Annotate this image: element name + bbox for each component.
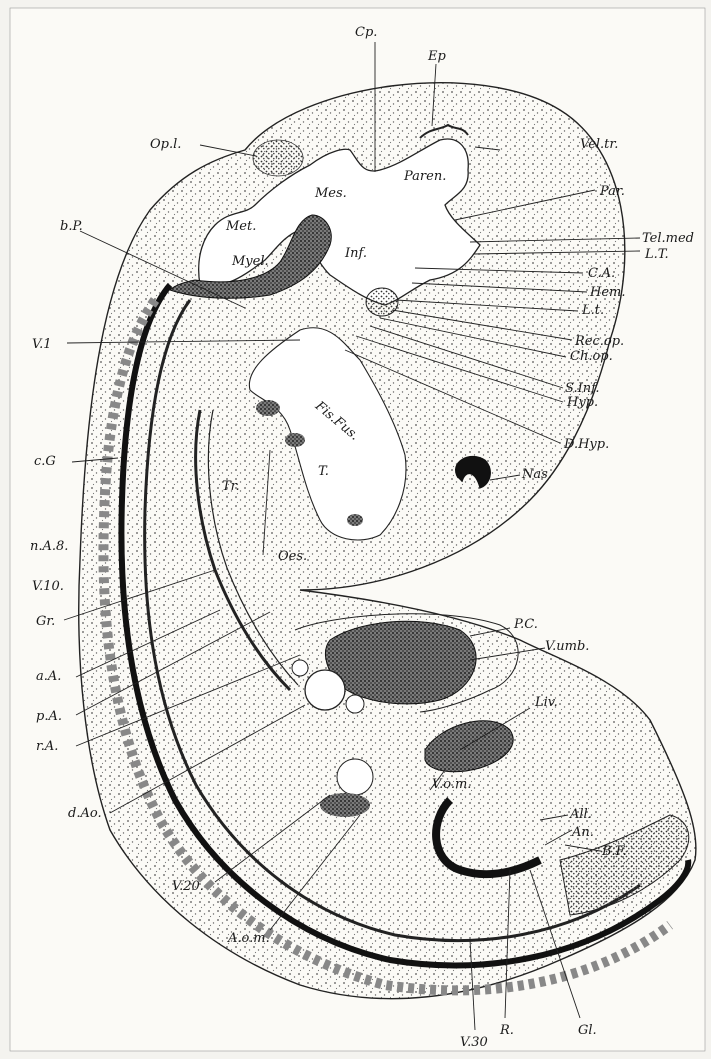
label-ep: Ep [427, 49, 446, 64]
label-d-ao: d.Ao. [68, 806, 102, 821]
label-hem: Hem. [589, 285, 626, 300]
label-ca: C.A. [588, 266, 615, 281]
label-all: All. [569, 807, 592, 822]
label-tr: Tr. [222, 479, 240, 494]
label-v-om: V.o.m. [432, 777, 471, 792]
label-v30: V.30 [460, 1035, 488, 1050]
label-inf: Inf. [344, 246, 367, 261]
label-d-hyp: D.Hyp. [563, 437, 609, 452]
label-mes: Mes. [314, 186, 347, 201]
label-r: R. [499, 1023, 514, 1038]
label-v-umb: V.umb. [545, 639, 589, 654]
label-a-om: A.o.m. [227, 931, 270, 946]
label-pa: p.A. [36, 709, 62, 724]
label-s-inf: S.Inf. [565, 381, 600, 396]
label-pc: P.C. [513, 617, 538, 632]
label-tel-med: Tel.med [642, 231, 694, 246]
label-lt-lower: L.t. [581, 303, 604, 318]
label-paren: Paren. [403, 169, 446, 184]
label-v10: V.10. [32, 579, 64, 594]
label-par: Par. [599, 184, 625, 199]
leader-lines [64, 42, 640, 1030]
label-t: T. [318, 464, 329, 479]
label-liv: Liv. [534, 695, 558, 710]
label-met: Met. [225, 219, 256, 234]
label-aa: a.A. [36, 669, 61, 684]
label-lt-upper: L.T. [644, 247, 669, 262]
label-bp: b.P. [60, 219, 83, 234]
label-nas: Nas. [521, 467, 552, 482]
label-rec-op: Rec.op. [574, 334, 624, 349]
label-bf: B.F. [601, 844, 627, 859]
label-cp: Cp. [355, 25, 377, 40]
label-myel: Myel. [231, 254, 269, 269]
label-an: An. [571, 825, 594, 840]
label-vel-tr: Vel.tr. [580, 137, 618, 152]
label-ra: r.A. [36, 739, 58, 754]
label-v1: V.1 [32, 337, 52, 352]
label-cg: c.G [34, 454, 56, 469]
label-ch-op: Ch.op. [570, 349, 613, 364]
label-v20: V.20. [172, 879, 204, 894]
label-opl: Op.l. [150, 137, 181, 152]
label-fis-fus: Fis.Fus. [311, 398, 361, 444]
label-gl: Gl. [578, 1023, 597, 1038]
label-oes: Oes. [278, 549, 307, 564]
label-gr: Gr. [36, 614, 55, 629]
label-hyp: Hyp. [566, 395, 598, 410]
label-na8: n.A.8. [30, 539, 68, 554]
